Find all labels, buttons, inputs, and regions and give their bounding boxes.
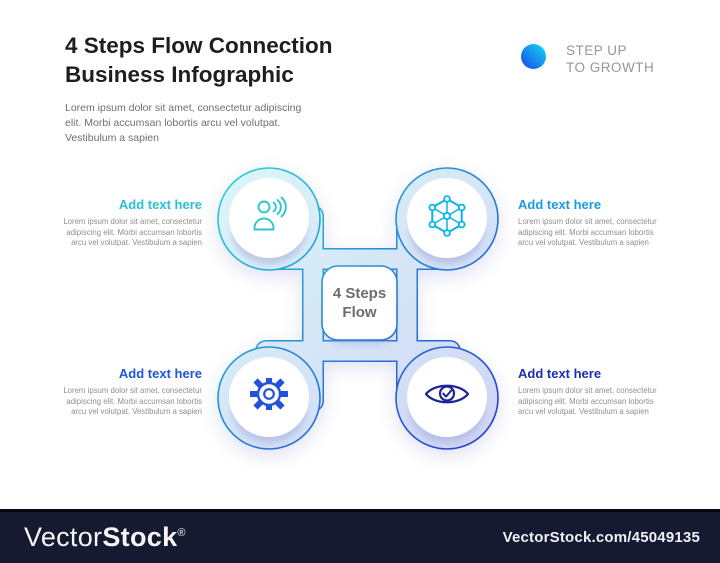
node-circle-bottom-left [217, 346, 321, 450]
logo-text-vector: Vector [24, 522, 103, 552]
eye-check-icon [424, 384, 470, 404]
network-hexagon-icon [428, 195, 466, 237]
step-block-top-left: Add text here Lorem ipsum dolor sit amet… [39, 197, 202, 249]
step-block-top-right: Add text here Lorem ipsum dolor sit amet… [518, 197, 681, 249]
node-circle-top-left [217, 167, 321, 271]
vectorstock-logo: VectorStock® [24, 522, 186, 553]
step-body: Lorem ipsum dolor sit amet, consectetur … [63, 386, 202, 416]
brand-tagline: STEP UP TO GROWTH [566, 43, 655, 75]
node-circle-bottom-right [395, 346, 499, 450]
logo-text-stock: Stock [102, 522, 178, 552]
gear-icon [250, 378, 288, 410]
step-body: Lorem ipsum dolor sit amet, consectetur … [518, 386, 657, 416]
page-subtitle: Lorem ipsum dolor sit amet, consectetur … [65, 102, 302, 144]
step-heading: Add text here [518, 197, 602, 212]
step-heading: Add text here [118, 366, 202, 381]
flow-diagram [217, 167, 499, 450]
brand-logo: STEP UP TO GROWTH [521, 42, 701, 78]
step-block-bottom-right: Add text here Lorem ipsum dolor sit amet… [518, 366, 681, 418]
watermark-footer: VectorStock® VectorStock.com/45049135 [0, 509, 720, 563]
step-body: Lorem ipsum dolor sit amet, consectetur … [518, 217, 657, 247]
step-body: Lorem ipsum dolor sit amet, consectetur … [63, 217, 202, 247]
gradient-sphere-icon [521, 44, 546, 69]
step-heading: Add text here [118, 197, 202, 212]
center-node [321, 265, 398, 344]
step-heading: Add text here [518, 366, 602, 381]
node-circle-top-right [395, 167, 499, 271]
vectorstock-url: VectorStock.com/45049135 [502, 529, 700, 546]
person-broadcast-icon [253, 196, 287, 231]
page-title: 4 Steps Flow Connection Business Infogra… [65, 33, 333, 87]
registered-mark: ® [177, 527, 186, 539]
step-block-bottom-left: Add text here Lorem ipsum dolor sit amet… [39, 366, 202, 418]
center-node-label: 4 Steps Flow [332, 285, 387, 321]
